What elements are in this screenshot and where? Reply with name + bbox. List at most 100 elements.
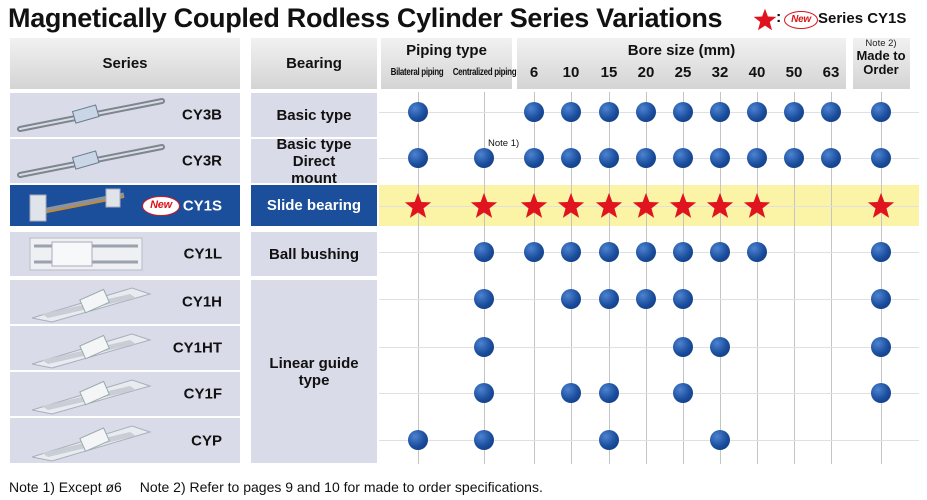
blue-dot-icon xyxy=(408,102,428,122)
red-star-icon xyxy=(557,192,585,218)
series-name: CYP xyxy=(191,432,222,449)
blue-dot-icon xyxy=(871,102,891,122)
bore-label-10: 10 xyxy=(562,64,580,81)
cylinder-image-icon xyxy=(31,287,152,323)
legend-text: Series CY1S xyxy=(818,10,907,27)
new-badge-icon: New xyxy=(142,195,180,216)
blue-dot-icon xyxy=(871,242,891,262)
new-badge-icon: New xyxy=(784,11,818,29)
blue-dot-icon xyxy=(408,430,428,450)
header-centralized-piping: Centralized piping xyxy=(452,67,517,78)
cylinder-image-icon xyxy=(31,333,152,369)
blue-dot-icon xyxy=(561,242,581,262)
red-star-icon xyxy=(743,192,771,218)
grid-vline xyxy=(720,92,721,464)
cylinder-image-icon xyxy=(31,425,152,462)
blue-dot-icon xyxy=(524,242,544,262)
header-bore-size: Bore size (mm) xyxy=(517,38,846,89)
bearing-cell-cy3r: Basic type Direct mount xyxy=(251,136,377,187)
blue-dot-icon xyxy=(821,148,841,168)
blue-dot-icon xyxy=(871,337,891,357)
footnotes: Note 1) Except ø6 Note 2) Refer to pages… xyxy=(9,479,543,495)
bore-label-32: 32 xyxy=(711,64,729,81)
blue-dot-icon xyxy=(599,102,619,122)
blue-dot-icon xyxy=(673,102,693,122)
series-cell-cy1f: CY1F xyxy=(10,372,240,416)
series-cell-cy3r: CY3R xyxy=(10,139,240,183)
cylinder-image-icon xyxy=(17,144,165,178)
blue-dot-icon xyxy=(408,148,428,168)
blue-dot-icon xyxy=(673,289,693,309)
blue-dot-icon xyxy=(747,148,767,168)
blue-dot-icon xyxy=(784,148,804,168)
bore-label-50: 50 xyxy=(785,64,803,81)
series-name: CY1S xyxy=(182,197,222,214)
blue-dot-icon xyxy=(871,148,891,168)
series-name: CY3R xyxy=(181,152,222,170)
blue-dot-icon xyxy=(524,148,544,168)
red-star-icon xyxy=(404,192,432,218)
blue-dot-icon xyxy=(710,148,730,168)
series-name: CY1H xyxy=(181,293,222,311)
blue-dot-icon xyxy=(636,289,656,309)
header-made-to-order: Note 2) Made to Order xyxy=(856,38,906,90)
blue-dot-icon xyxy=(636,148,656,168)
blue-dot-icon xyxy=(599,289,619,309)
cylinder-image-icon xyxy=(29,237,143,271)
blue-dot-icon xyxy=(561,383,581,403)
grid-hline xyxy=(379,440,919,441)
blue-dot-icon xyxy=(710,430,730,450)
header-made-to-order-cell xyxy=(853,38,910,89)
series-name: CY1F xyxy=(183,385,222,403)
blue-dot-icon xyxy=(784,102,804,122)
bearing-cell-cy1s: Slide bearing xyxy=(251,185,377,226)
blue-dot-icon xyxy=(673,148,693,168)
blue-dot-icon xyxy=(561,289,581,309)
series-name: CY1L xyxy=(183,245,222,263)
blue-dot-icon xyxy=(599,148,619,168)
footnote-1: Note 1) Except ø6 xyxy=(9,479,122,495)
grid-vline xyxy=(484,92,485,464)
blue-dot-icon xyxy=(474,242,494,262)
blue-dot-icon xyxy=(871,289,891,309)
blue-dot-icon xyxy=(871,383,891,403)
grid-vline xyxy=(881,92,882,464)
red-star-icon xyxy=(753,8,777,31)
legend-colon: : xyxy=(776,9,782,26)
piping-note-1: Note 1) xyxy=(488,138,520,149)
series-cell-cy1l: CY1L xyxy=(10,232,240,276)
blue-dot-icon xyxy=(710,242,730,262)
made-to-order-label: Made to Order xyxy=(856,48,906,77)
page-title: Magnetically Coupled Rodless Cylinder Se… xyxy=(8,3,723,33)
red-star-icon xyxy=(632,192,660,218)
blue-dot-icon xyxy=(673,242,693,262)
bore-label-40: 40 xyxy=(748,64,766,81)
footnote-2: Note 2) Refer to pages 9 and 10 for made… xyxy=(139,479,543,495)
blue-dot-icon xyxy=(474,383,494,403)
grid-vline xyxy=(757,92,758,464)
blue-dot-icon xyxy=(636,242,656,262)
blue-dot-icon xyxy=(599,383,619,403)
blue-dot-icon xyxy=(474,430,494,450)
blue-dot-icon xyxy=(599,242,619,262)
red-star-icon xyxy=(706,192,734,218)
header-bearing: Bearing xyxy=(251,38,377,89)
cylinder-image-icon xyxy=(31,379,152,415)
blue-dot-icon xyxy=(673,337,693,357)
series-name: CY1HT xyxy=(172,339,222,357)
grid-vline xyxy=(418,92,419,464)
series-cell-cy1ht: CY1HT xyxy=(10,326,240,370)
series-cell-cy3b: CY3B xyxy=(10,93,240,137)
red-star-icon xyxy=(470,192,498,218)
blue-dot-icon xyxy=(636,102,656,122)
bore-label-63: 63 xyxy=(822,64,840,81)
blue-dot-icon xyxy=(561,148,581,168)
red-star-icon xyxy=(867,192,895,218)
grid-hline xyxy=(379,347,919,348)
cylinder-image-icon xyxy=(17,98,165,132)
blue-dot-icon xyxy=(474,148,494,168)
grid-vline xyxy=(831,92,832,464)
blue-dot-icon xyxy=(710,102,730,122)
grid-vline xyxy=(534,92,535,464)
